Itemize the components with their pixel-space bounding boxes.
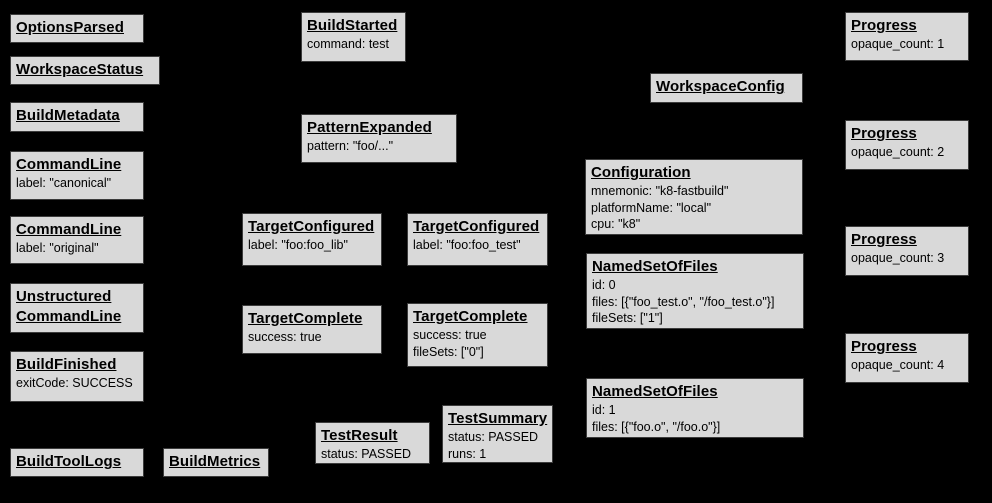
node-title: PatternExpanded (307, 119, 432, 136)
node-field: opaque_count: 4 (851, 358, 945, 372)
node-field: fileSets: ["0"] (413, 344, 484, 359)
node-field: label: "foo:foo_test" (413, 238, 521, 252)
node-field: label: "original" (16, 241, 99, 255)
node-command-line-original: CommandLine label: "original" (10, 216, 144, 264)
node-pattern-expanded: PatternExpanded pattern: "foo/..." (301, 114, 457, 163)
node-field: fileSets: ["1"] (592, 311, 663, 325)
node-field: id: 1 (592, 403, 616, 417)
node-field: command: test (307, 37, 389, 51)
node-field: opaque_count: 2 (851, 145, 945, 159)
node-field: platformName: "local" (591, 200, 712, 215)
node-build-started: BuildStarted command: test (301, 12, 406, 62)
node-field: success: true (413, 328, 487, 342)
node-field: runs: 1 (448, 446, 487, 461)
node-title: BuildMetrics (169, 453, 261, 470)
node-title: OptionsParsed (16, 19, 124, 36)
node-build-finished: BuildFinished exitCode: SUCCESS (10, 351, 144, 402)
node-progress-4: Progress opaque_count: 4 (845, 333, 969, 383)
node-title: BuildMetadata (16, 107, 120, 124)
node-field: opaque_count: 3 (851, 251, 945, 265)
node-build-metrics: BuildMetrics (163, 448, 269, 477)
node-title: WorkspaceConfig (656, 78, 785, 95)
node-named-set-of-files-0: NamedSetOfFiles id: 0 files: [{"foo_test… (586, 253, 804, 329)
node-test-summary: TestSummary status: PASSED runs: 1 (442, 405, 553, 463)
node-field: files: [{"foo.o", "/foo.o"}] (592, 419, 721, 434)
node-field: id: 0 (592, 278, 616, 292)
node-field: mnemonic: "k8-fastbuild" (591, 184, 729, 198)
node-title: TargetConfigured (248, 218, 375, 235)
node-title: Progress (851, 338, 917, 355)
node-title: TestSummary (448, 410, 548, 427)
node-title: BuildToolLogs (16, 453, 122, 470)
node-field: status: PASSED (448, 430, 539, 444)
node-workspace-config: WorkspaceConfig (650, 73, 803, 103)
node-title: TargetConfigured (413, 218, 540, 235)
node-test-result: TestResult status: PASSED (315, 422, 430, 464)
node-field: pattern: "foo/..." (307, 139, 394, 153)
node-title: WorkspaceStatus (16, 61, 144, 78)
node-title: BuildStarted (307, 17, 398, 34)
node-title: Progress (851, 125, 917, 142)
node-named-set-of-files-1: NamedSetOfFiles id: 1 files: [{"foo.o", … (586, 378, 804, 438)
node-field: success: true (248, 330, 322, 344)
node-title: Unstructured CommandLine (16, 288, 122, 325)
node-field: opaque_count: 1 (851, 37, 945, 51)
node-title: CommandLine (16, 221, 122, 238)
node-field: files: [{"foo_test.o", "/foo_test.o"}] (592, 294, 775, 309)
node-title: NamedSetOfFiles (592, 383, 718, 400)
node-unstructured-command-line: Unstructured CommandLine (10, 283, 144, 333)
node-field: cpu: "k8" (591, 217, 641, 231)
node-build-tool-logs: BuildToolLogs (10, 448, 144, 477)
node-field: label: "foo:foo_lib" (248, 238, 348, 252)
node-workspace-status: WorkspaceStatus (10, 56, 160, 85)
node-target-complete-lib: TargetComplete success: true (242, 305, 382, 354)
node-build-metadata: BuildMetadata (10, 102, 144, 132)
node-title: BuildFinished (16, 356, 117, 373)
node-title: Progress (851, 17, 917, 34)
node-options-parsed: OptionsParsed (10, 14, 144, 43)
node-progress-3: Progress opaque_count: 3 (845, 226, 969, 276)
node-title: CommandLine (16, 156, 122, 173)
node-title: NamedSetOfFiles (592, 258, 718, 275)
node-field: exitCode: SUCCESS (16, 376, 133, 390)
node-target-complete-test: TargetComplete success: true fileSets: [… (407, 303, 548, 367)
node-progress-2: Progress opaque_count: 2 (845, 120, 969, 170)
node-progress-1: Progress opaque_count: 1 (845, 12, 969, 61)
node-title: TargetComplete (413, 308, 528, 325)
node-command-line-canonical: CommandLine label: "canonical" (10, 151, 144, 200)
node-title: Configuration (591, 164, 691, 181)
node-field: label: "canonical" (16, 176, 112, 190)
node-title: TargetComplete (248, 310, 363, 327)
node-field: status: PASSED (321, 447, 412, 461)
node-configuration: Configuration mnemonic: "k8-fastbuild" p… (585, 159, 803, 235)
node-target-configured-foo-lib: TargetConfigured label: "foo:foo_lib" (242, 213, 382, 266)
node-title: Progress (851, 231, 917, 248)
node-target-configured-foo-test: TargetConfigured label: "foo:foo_test" (407, 213, 548, 266)
node-title: TestResult (321, 427, 398, 444)
